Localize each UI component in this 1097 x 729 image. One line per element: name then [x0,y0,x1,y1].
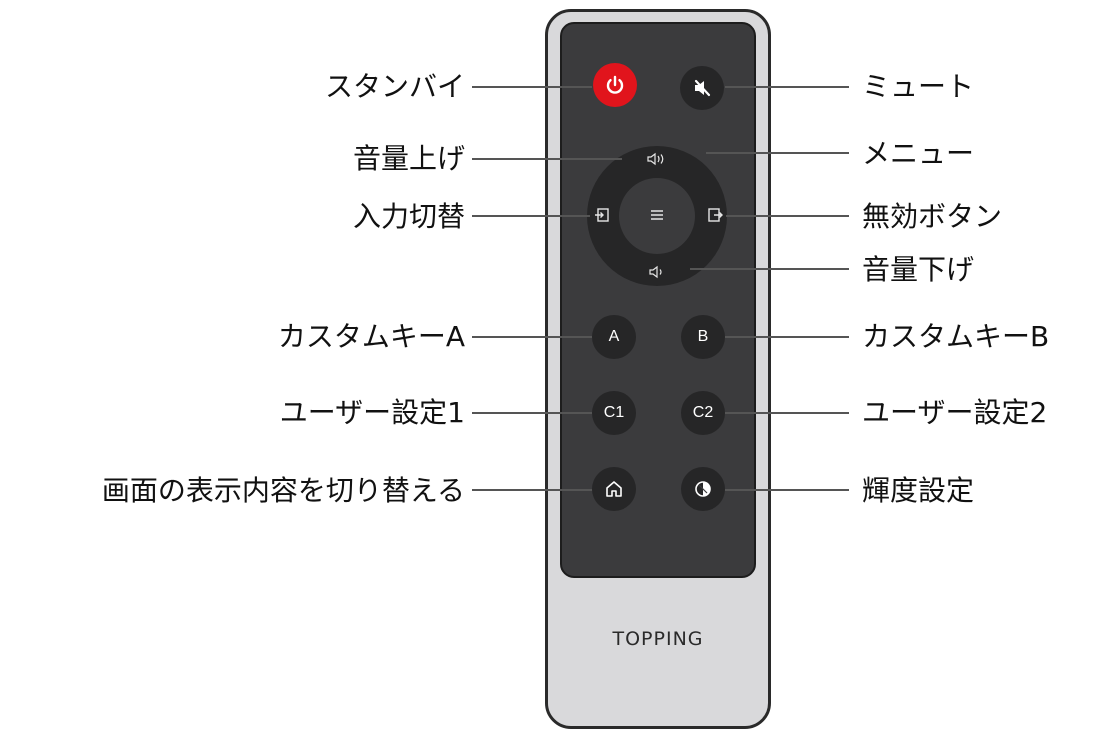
label-volume-up: 音量上げ [352,142,465,175]
brand-logo: TOPPING [612,628,704,650]
menu-button[interactable] [645,205,669,225]
leader-custom-key-a [472,336,592,338]
label-input-switch: 入力切替 [352,200,465,233]
disabled-button[interactable] [703,205,727,225]
remote-button-panel [560,22,756,578]
home-icon [606,481,622,497]
brightness-icon [695,481,711,497]
label-custom-key-a: カスタムキーA [277,320,465,353]
label-volume-down: 音量下げ [862,253,975,286]
label-display-switch: 画面の表示内容を切り替える [101,474,465,507]
volume-up-button[interactable] [645,149,669,169]
leader-display-switch [472,489,592,491]
display-switch-button[interactable] [592,467,636,511]
user-setting-2-button[interactable]: C2 [681,391,725,435]
label-user-setting-2: ユーザー設定2 [862,396,1048,429]
leader-menu [706,152,849,154]
leader-standby [472,86,592,88]
leader-volume-up [472,158,622,160]
label-brightness: 輝度設定 [862,474,975,507]
brightness-button[interactable] [681,467,725,511]
input-icon [595,208,609,222]
label-mute: ミュート [862,70,975,103]
exit-icon [708,208,723,222]
label-user-setting-1: ユーザー設定1 [279,396,465,429]
leader-custom-key-b [725,336,849,338]
volume-down-icon [649,265,662,279]
user-setting-1-button[interactable]: C1 [592,391,636,435]
leader-input-switch [472,215,590,217]
mute-button[interactable] [680,66,724,110]
label-disabled-button: 無効ボタン [862,200,1003,233]
leader-mute [725,86,849,88]
label-menu: メニュー [862,137,975,170]
leader-brightness [725,489,849,491]
power-button[interactable] [593,63,637,107]
mute-icon [694,79,711,97]
custom-key-a-button[interactable]: A [592,315,636,359]
volume-down-button[interactable] [645,262,669,282]
leader-user-setting-1 [472,412,592,414]
leader-user-setting-2 [725,412,849,414]
volume-up-icon [647,152,664,166]
label-standby: スタンバイ [324,70,465,103]
leader-volume-down [690,268,849,270]
menu-icon [651,210,663,220]
custom-key-b-button[interactable]: B [681,315,725,359]
leader-disabled-button [726,215,849,217]
label-custom-key-b: カスタムキーB [862,320,1050,353]
nav-center [619,178,695,254]
power-icon [606,75,624,94]
input-button[interactable] [590,205,614,225]
